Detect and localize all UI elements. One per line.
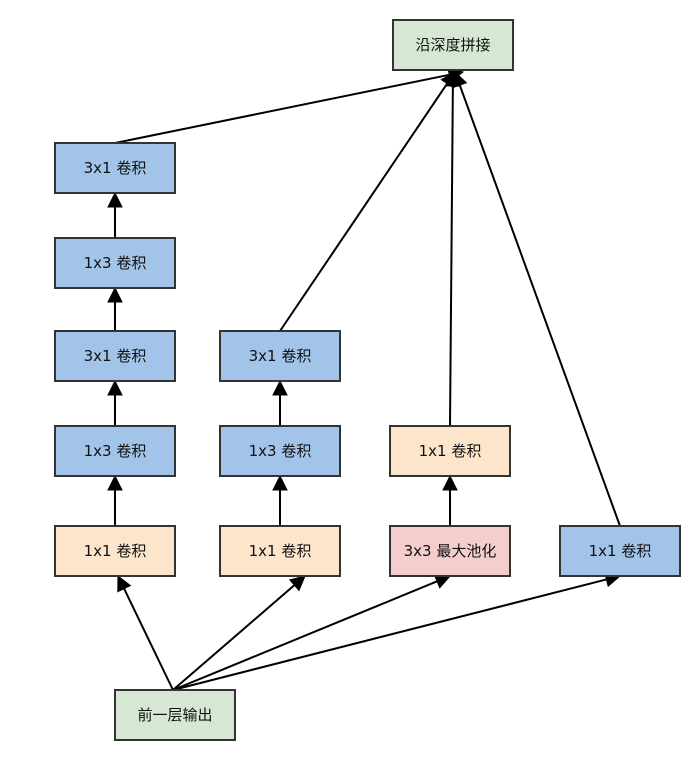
edge-b2_1x1-to-b2_1x3 bbox=[272, 474, 288, 526]
arrowhead-icon bbox=[117, 574, 132, 593]
node-input[interactable]: 前一层输出 bbox=[114, 689, 236, 741]
node-b1-1x1[interactable]: 1x1 卷积 bbox=[54, 525, 176, 577]
edge-line bbox=[458, 84, 621, 527]
arrowhead-icon bbox=[107, 286, 123, 303]
edge-line bbox=[114, 73, 450, 144]
edge-line bbox=[449, 85, 454, 427]
edge-input-to-b1_1x1 bbox=[117, 574, 174, 691]
edge-b1_1x3_top-to-b1_3x1 bbox=[107, 191, 123, 238]
node-box[interactable] bbox=[389, 425, 511, 477]
nodes-layer: 沿深度拼接 3x1 卷积 1x3 卷积 3x1 卷积 1x3 卷积 1x1 卷积 3x1 卷… bbox=[54, 19, 681, 741]
node-label: 1x3 卷积 bbox=[84, 254, 147, 272]
arrowhead-icon bbox=[272, 379, 288, 396]
edge-b1_3x1_mid-to-b1_1x3_top bbox=[107, 286, 123, 331]
edge-line bbox=[172, 578, 607, 691]
node-b1-3x1[interactable]: 3x1 卷积 bbox=[54, 142, 176, 194]
node-box[interactable] bbox=[54, 142, 176, 194]
node-label: 1x1 卷积 bbox=[249, 542, 312, 560]
edge-input-to-b3_pool bbox=[172, 574, 452, 691]
arrowhead-icon bbox=[107, 474, 123, 491]
edge-b1_1x1-to-b1_1x3_low bbox=[107, 474, 123, 526]
node-box[interactable] bbox=[392, 19, 514, 71]
node-b1-1x3-top[interactable]: 1x3 卷积 bbox=[54, 237, 176, 289]
node-b2-1x1[interactable]: 1x1 卷积 bbox=[219, 525, 341, 577]
node-b2-3x1[interactable]: 3x1 卷积 bbox=[219, 330, 341, 382]
node-label: 1x3 卷积 bbox=[249, 442, 312, 460]
node-label: 1x1 卷积 bbox=[589, 542, 652, 560]
node-label: 前一层输出 bbox=[137, 706, 212, 724]
node-label: 1x1 卷积 bbox=[419, 442, 482, 460]
edge-line bbox=[123, 588, 174, 691]
edge-b3_1x1-to-concat bbox=[445, 70, 461, 427]
node-label: 3x1 卷积 bbox=[84, 159, 147, 177]
arrowhead-icon bbox=[452, 70, 468, 89]
node-box[interactable] bbox=[54, 525, 176, 577]
node-label: 3x1 卷积 bbox=[84, 347, 147, 365]
node-box[interactable] bbox=[219, 330, 341, 382]
node-label: 1x1 卷积 bbox=[84, 542, 147, 560]
node-box[interactable] bbox=[559, 525, 681, 577]
node-b3-1x1[interactable]: 1x1 卷积 bbox=[389, 425, 511, 477]
edge-b2_3x1-to-concat bbox=[279, 71, 456, 332]
edge-input-to-b2_1x1 bbox=[172, 575, 306, 691]
edge-line bbox=[279, 83, 448, 332]
node-b2-1x3[interactable]: 1x3 卷积 bbox=[219, 425, 341, 477]
arrowhead-icon bbox=[107, 191, 123, 208]
edges-layer bbox=[107, 67, 622, 691]
edge-b2_1x3-to-b2_3x1 bbox=[272, 379, 288, 426]
node-b1-1x3-low[interactable]: 1x3 卷积 bbox=[54, 425, 176, 477]
arrowhead-icon bbox=[107, 379, 123, 396]
node-label: 1x3 卷积 bbox=[84, 442, 147, 460]
node-box[interactable] bbox=[54, 237, 176, 289]
node-b3-pool[interactable]: 3x3 最大池化 bbox=[389, 525, 511, 577]
arrowhead-icon bbox=[272, 474, 288, 491]
edge-b1_3x1-to-concat bbox=[114, 67, 465, 144]
node-box[interactable] bbox=[219, 525, 341, 577]
edge-b1_1x3_low-to-b1_3x1_mid bbox=[107, 379, 123, 426]
node-b1-3x1-mid[interactable]: 3x1 卷积 bbox=[54, 330, 176, 382]
edge-line bbox=[172, 580, 438, 691]
node-box[interactable] bbox=[389, 525, 511, 577]
node-box[interactable] bbox=[219, 425, 341, 477]
node-b4-1x1[interactable]: 1x1 卷积 bbox=[559, 525, 681, 577]
node-box[interactable] bbox=[54, 425, 176, 477]
node-box[interactable] bbox=[54, 330, 176, 382]
arrowhead-icon bbox=[288, 575, 306, 592]
edge-b3_pool-to-b3_1x1 bbox=[442, 474, 458, 526]
node-label: 3x1 卷积 bbox=[249, 347, 312, 365]
edge-b4_1x1-to-concat bbox=[452, 70, 621, 527]
node-concat[interactable]: 沿深度拼接 bbox=[392, 19, 514, 71]
edge-line bbox=[172, 584, 296, 691]
node-label: 沿深度拼接 bbox=[415, 36, 490, 54]
node-box[interactable] bbox=[114, 689, 236, 741]
node-label: 3x3 最大池化 bbox=[404, 542, 497, 560]
arrowhead-icon bbox=[442, 474, 458, 491]
